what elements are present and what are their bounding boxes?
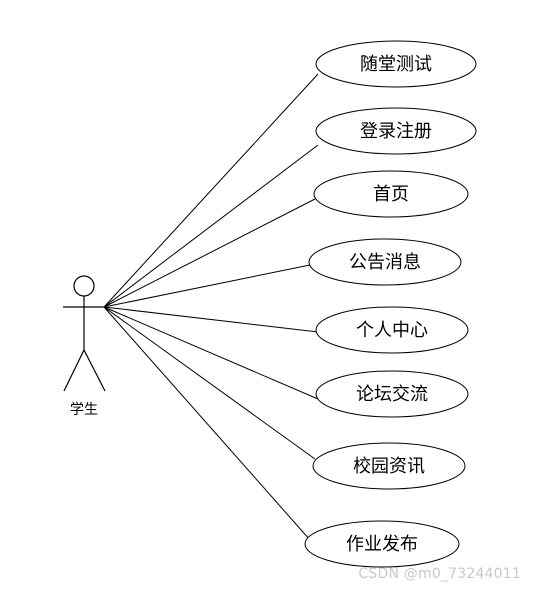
association-line-1 <box>103 73 319 308</box>
use-case-ellipse <box>304 520 460 568</box>
use-case-label: 个人中心 <box>356 320 428 341</box>
use-case-ellipse <box>315 306 469 354</box>
actor-student: 学生 <box>63 275 106 418</box>
use-case-8: 作业发布 <box>304 520 460 568</box>
use-case-label: 首页 <box>373 184 409 205</box>
use-case-4: 公告消息 <box>308 238 462 286</box>
actor-head <box>73 275 95 297</box>
association-line-7 <box>103 306 316 460</box>
use-case-label: 校园资讯 <box>353 456 425 477</box>
use-case-3: 首页 <box>313 170 469 218</box>
use-case-ellipse <box>313 170 469 218</box>
use-case-5: 个人中心 <box>315 306 469 354</box>
use-case-label: 随堂测试 <box>360 54 432 75</box>
use-case-label: 公告消息 <box>349 252 421 273</box>
use-case-7: 校园资讯 <box>312 442 466 490</box>
use-case-ellipse <box>308 238 462 286</box>
use-case-label: 作业发布 <box>346 534 418 555</box>
use-case-2: 登录注册 <box>315 107 477 155</box>
actor-left-leg <box>63 349 85 392</box>
use-case-ellipse <box>312 442 466 490</box>
association-line-5 <box>103 306 319 333</box>
association-line-3 <box>103 198 316 308</box>
actor-label: 学生 <box>70 402 98 418</box>
association-lines <box>103 73 319 541</box>
association-line-6 <box>103 306 319 400</box>
association-line-4 <box>103 264 311 308</box>
use-case-ellipse <box>315 40 477 88</box>
use-cases: 随堂测试 登录注册 首页 公告消息 个人中心 论坛交流 校园资讯 作业发布 <box>304 40 477 568</box>
use-case-label: 论坛交流 <box>356 384 428 405</box>
use-case-label: 登录注册 <box>360 121 432 142</box>
use-case-ellipse <box>315 370 469 418</box>
association-line-2 <box>103 144 319 308</box>
use-case-1: 随堂测试 <box>315 40 477 88</box>
watermark-text: CSDN @m0_73244011 <box>358 566 521 582</box>
use-case-6: 论坛交流 <box>315 370 469 418</box>
use-case-ellipse <box>315 107 477 155</box>
actor-right-leg <box>83 349 106 392</box>
association-line-8 <box>103 306 311 541</box>
